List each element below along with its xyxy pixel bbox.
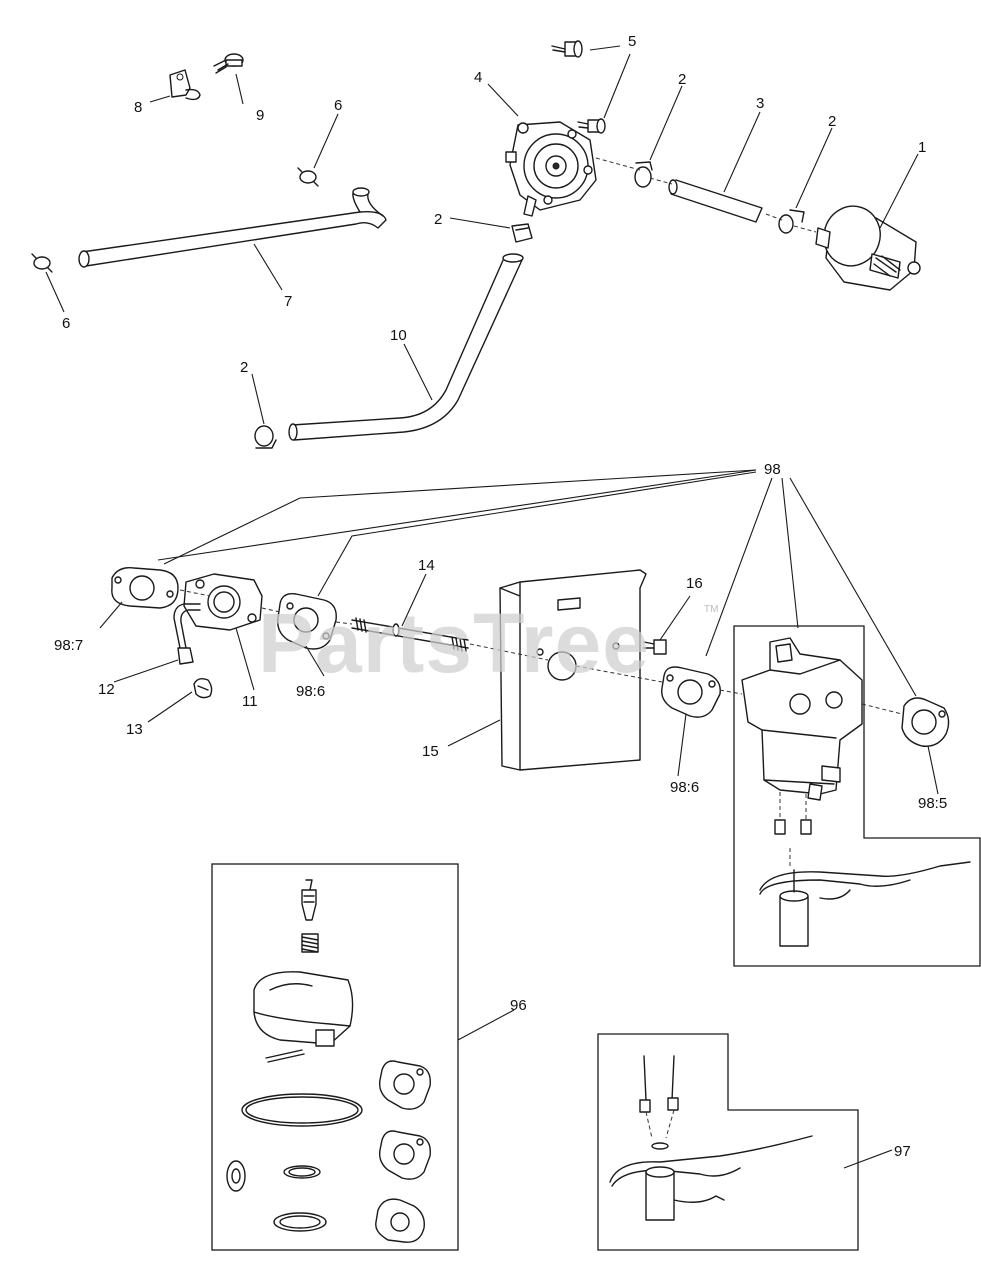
part-98-6-gasket-right [661, 666, 721, 718]
kit-washer [226, 1160, 246, 1192]
callout-11: 11 [242, 693, 258, 710]
callout-2-right: 2 [828, 113, 836, 130]
part-7-fuel-line [78, 187, 387, 268]
part-9-screw [213, 53, 244, 74]
callout-98-6-left: 98:6 [296, 683, 325, 700]
callout-96: 96 [510, 997, 527, 1014]
kit-gasket-2 [378, 1130, 431, 1180]
kit-float [253, 971, 354, 1047]
callout-8: 8 [134, 99, 142, 116]
part-11-spacer [183, 573, 263, 631]
callout-6-upper: 6 [334, 97, 342, 114]
part-6-clamp-upper [297, 167, 319, 187]
callout-10: 10 [390, 327, 407, 344]
part-2-clamp-b [778, 209, 805, 234]
callout-4: 4 [474, 69, 482, 86]
kit-o-ring-large [241, 1093, 363, 1127]
callout-7: 7 [284, 293, 292, 310]
callout-2-lower: 2 [240, 359, 248, 376]
part-98-7-gasket [111, 567, 179, 609]
callout-15: 15 [422, 743, 439, 760]
kit-gasket-1 [378, 1060, 431, 1110]
callout-98: 98 [764, 461, 781, 478]
part-12-vent-tube [173, 603, 201, 665]
assembly-centerline-mid [179, 589, 743, 695]
callout-2-mid: 2 [434, 211, 442, 228]
callout-98-7: 98:7 [54, 637, 83, 654]
part-1-fuel-filter [815, 205, 921, 291]
watermark-trademark: TM [704, 604, 718, 615]
part-2-clamp-a [634, 161, 653, 188]
kit-gasket-3 [375, 1198, 425, 1243]
repair-kit-96-box [211, 863, 459, 1251]
carb-jet-right [800, 819, 812, 835]
fuel-shutoff-solenoid [759, 861, 971, 947]
callout-14: 14 [418, 557, 435, 574]
kit-o-ring-medium [273, 1212, 327, 1232]
part-13-cap [193, 677, 213, 699]
kit-float-needle [301, 879, 317, 921]
part-3-hose [668, 179, 763, 223]
leader-lines [45, 45, 939, 1169]
part-10-fuel-hose [288, 253, 524, 441]
part-98-5-gasket [901, 697, 950, 747]
callout-3: 3 [756, 95, 764, 112]
kit-float-pin [265, 1049, 305, 1063]
part-5-screw-lower [577, 118, 606, 134]
part-6-clamp-left [31, 253, 53, 273]
callout-13: 13 [126, 721, 143, 738]
callout-12: 12 [98, 681, 115, 698]
part-15-heat-shield [499, 569, 647, 771]
part-14-stud [351, 617, 469, 652]
callout-97: 97 [894, 1143, 911, 1160]
carburetor-body [741, 637, 863, 801]
callout-1: 1 [918, 139, 926, 156]
kit-spring [301, 933, 319, 953]
part-2-clamp-pump [511, 223, 533, 243]
part-5-screw-upper [551, 40, 583, 58]
callout-5: 5 [628, 33, 636, 50]
solenoid-kit-97-box [597, 1033, 859, 1251]
part-8-bracket [169, 69, 201, 101]
kit-o-ring-small [283, 1165, 321, 1179]
callout-labels: 1 2 2 2 2 3 4 5 6 6 7 8 9 10 11 12 13 14… [54, 33, 947, 1160]
callout-98-6-right: 98:6 [670, 779, 699, 796]
kit-jet-left [639, 1099, 651, 1113]
part-16-screw [643, 639, 667, 655]
callout-6-left: 6 [62, 315, 70, 332]
part-98-6-gasket-left [277, 593, 337, 650]
callout-16: 16 [686, 575, 703, 592]
callout-98-5: 98:5 [918, 795, 947, 812]
callout-9: 9 [256, 107, 264, 124]
kit-solenoid [609, 1135, 813, 1221]
part-2-clamp-lower [254, 425, 277, 449]
carburetor-assembly-box [733, 625, 981, 967]
watermark-text: PartsTree [258, 596, 650, 690]
part-4-fuel-pump [505, 121, 597, 217]
carb-jet-left [774, 819, 786, 835]
callout-2-top: 2 [678, 71, 686, 88]
kit-jet-right [667, 1097, 679, 1111]
assembly-centerline-upper [595, 157, 817, 233]
